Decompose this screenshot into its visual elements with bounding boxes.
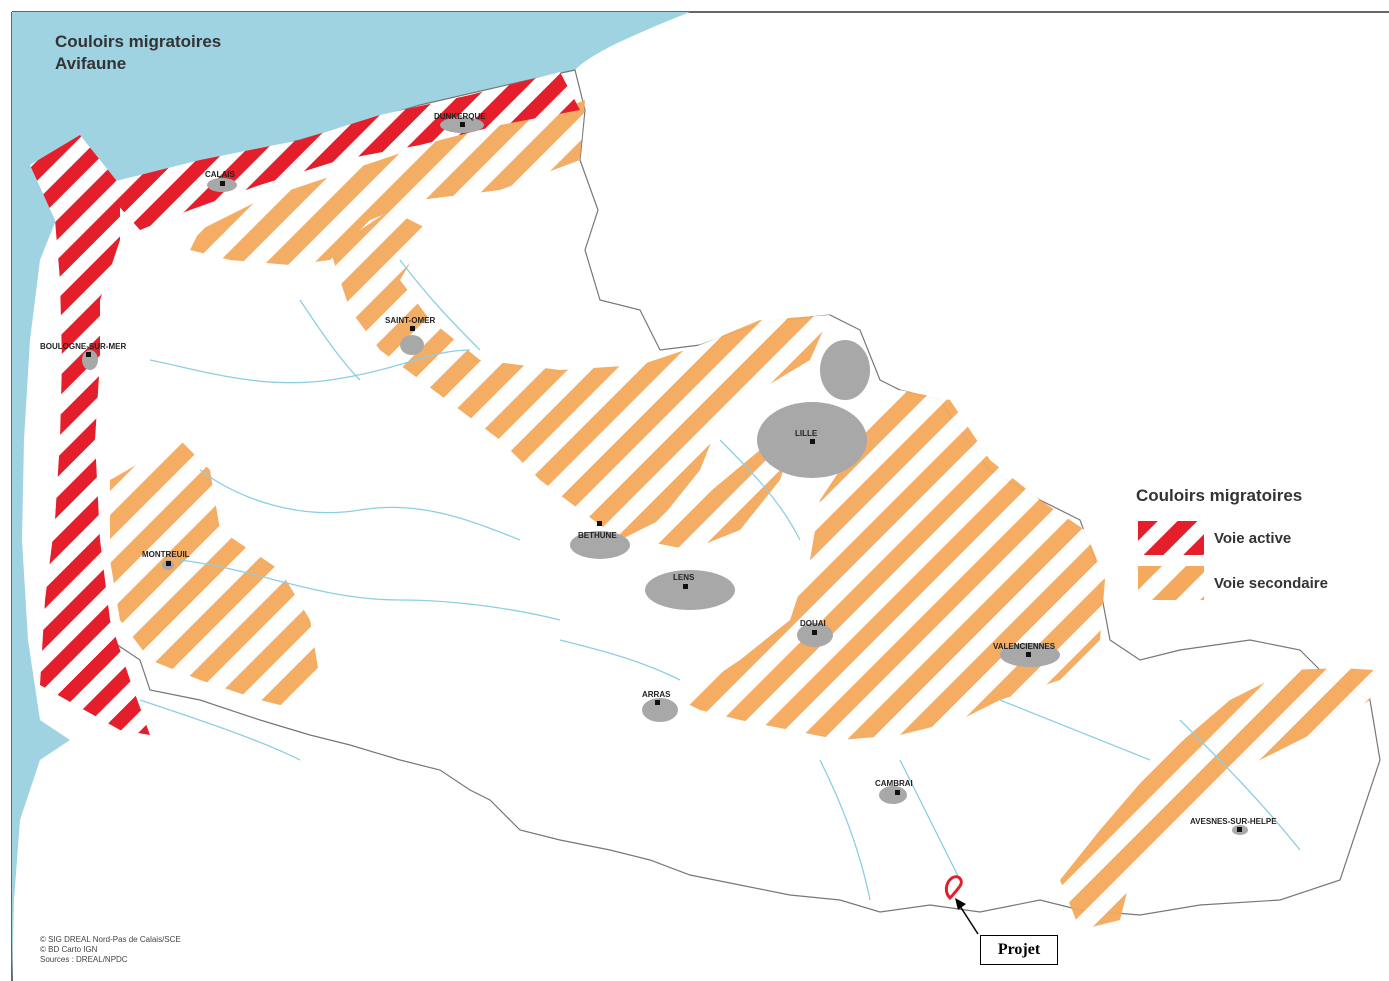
river	[179, 559, 561, 621]
river	[719, 439, 801, 541]
river	[899, 759, 961, 881]
sea-area	[12, 12, 690, 981]
projet-arrow-head	[955, 898, 966, 910]
corridor-saint-omer-lille	[330, 210, 830, 540]
legend-label: Voie secondaire	[1214, 574, 1328, 592]
urban-bethune	[570, 531, 630, 559]
urban-douai	[797, 623, 833, 647]
city-label: SAINT-OMER	[385, 316, 436, 325]
projet-arrow-line	[957, 902, 979, 935]
corridor-channel-coast	[30, 135, 150, 735]
city-label: CAMBRAI	[875, 779, 913, 788]
city-label: LILLE	[795, 429, 818, 438]
credits: © SIG DREAL Nord-Pas de Calais/SCE © BD …	[40, 935, 181, 965]
legend-title: Couloirs migratoires	[1136, 486, 1303, 505]
map-title-line1: Couloirs migratoires	[55, 32, 222, 51]
urban-avesnes	[1232, 825, 1248, 835]
urban-cambrai	[879, 786, 907, 804]
urban-arras	[642, 698, 678, 722]
city-label: ARRAS	[642, 690, 671, 699]
river	[149, 349, 471, 384]
city-label: LENS	[673, 573, 695, 582]
credit-line: © BD Carto IGN	[40, 945, 98, 954]
city-label: DOUAI	[800, 619, 826, 628]
legend-swatch-orange	[1138, 566, 1204, 600]
urban-boulogne	[82, 350, 98, 370]
urban-calais	[207, 178, 237, 192]
projet-label: Projet	[980, 935, 1058, 965]
urban-lille	[757, 402, 867, 478]
city-label: BETHUNE	[578, 531, 617, 540]
corridor-montreuil	[110, 440, 320, 710]
city-label: AVESNES-SUR-HELPE	[1190, 817, 1277, 826]
river	[999, 699, 1151, 761]
corridor-north-coast	[190, 100, 585, 265]
urban-saint-omer	[400, 335, 424, 355]
corridor-douai-valenciennes	[680, 390, 1105, 740]
credit-line: Sources : DREAL/NPDC	[40, 955, 128, 964]
rivers	[139, 259, 1301, 901]
city-label: VALENCIENNES	[993, 642, 1056, 651]
projet-marker	[944, 875, 979, 935]
corridor-avesnes	[1060, 668, 1375, 930]
map-title: Couloirs migratoires Avifaune	[55, 31, 221, 75]
legend-swatch-red	[1138, 521, 1204, 555]
credit-line: © SIG DREAL Nord-Pas de Calais/SCE	[40, 935, 181, 944]
river	[399, 259, 481, 351]
city-label: MONTREUIL	[142, 550, 190, 559]
river	[1179, 719, 1301, 851]
urban-montreuil	[162, 560, 174, 570]
urban-lens	[645, 570, 735, 610]
corridor-lille-bethune	[640, 420, 800, 550]
legend-item-voie-secondaire: Voie secondaire	[1138, 566, 1328, 600]
city-label: DUNKERQUE	[434, 112, 486, 121]
legend-item-voie-active: Voie active	[1138, 521, 1291, 555]
river	[199, 469, 521, 541]
city-label: CALAIS	[205, 170, 235, 179]
map-title-line2: Avifaune	[55, 54, 127, 73]
river	[299, 299, 361, 381]
urban-lille-north	[820, 340, 870, 400]
legend-label: Voie active	[1214, 529, 1292, 547]
river	[559, 639, 681, 681]
river	[819, 759, 871, 901]
voie-secondaire-corridors	[110, 100, 1375, 930]
city-label: BOULOGNE-SUR-MER	[40, 342, 127, 351]
river	[139, 699, 301, 761]
